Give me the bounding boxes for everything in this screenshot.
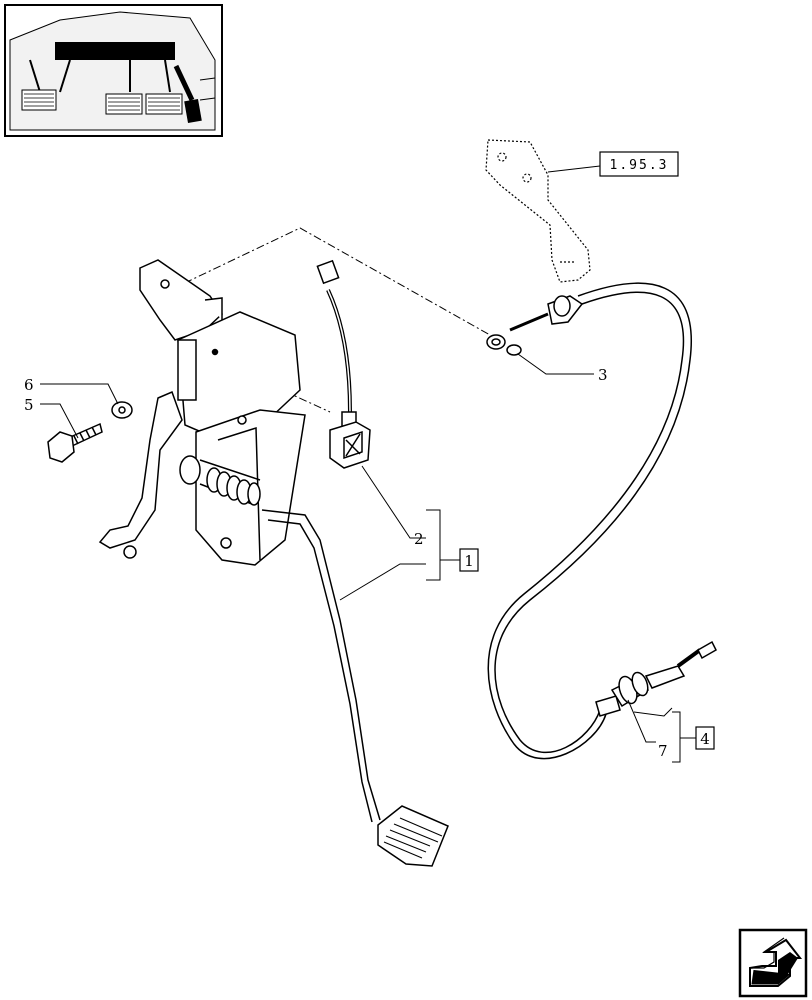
ref-bracket-label: 1.95.3 (610, 158, 669, 173)
ref-bracket-callout: 1.95.3 (547, 151, 679, 177)
location-thumbnail (4, 4, 223, 137)
next-page-arrow-icon[interactable] (738, 928, 808, 998)
callout-1: 1 (464, 552, 474, 570)
callout-6: 6 (24, 376, 34, 394)
clutch-cable (486, 282, 717, 760)
pedal-pad (377, 805, 449, 867)
bolt (47, 422, 103, 463)
callout-5: 5 (24, 396, 34, 414)
callout-4: 4 (700, 730, 710, 748)
pedal-switch (316, 259, 371, 469)
leader-lines (40, 353, 696, 763)
callout-4-box: 4 (695, 726, 715, 750)
support-bracket (485, 139, 591, 283)
clutch-pedal-arm (261, 509, 381, 823)
washer (111, 401, 133, 419)
callout-3: 3 (598, 366, 608, 384)
callout-7: 7 (658, 742, 668, 760)
return-spring (179, 455, 261, 506)
callout-1-box: 1 (459, 548, 479, 572)
callout-2: 2 (414, 530, 424, 548)
pedal-bracket-assembly (98, 259, 306, 566)
callout-labels: 6 5 3 2 7 1 4 (24, 366, 715, 760)
